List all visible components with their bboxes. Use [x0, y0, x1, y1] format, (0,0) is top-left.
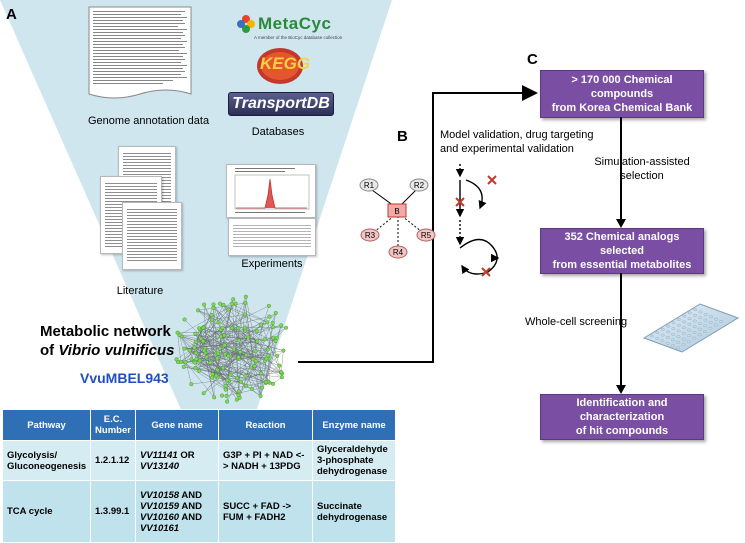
arrow-to-analogs-head: [616, 219, 626, 228]
panel-c-arrows: [0, 0, 745, 516]
arrow-to-hits-head: [616, 385, 626, 394]
gene-id: VV10161: [140, 523, 179, 534]
